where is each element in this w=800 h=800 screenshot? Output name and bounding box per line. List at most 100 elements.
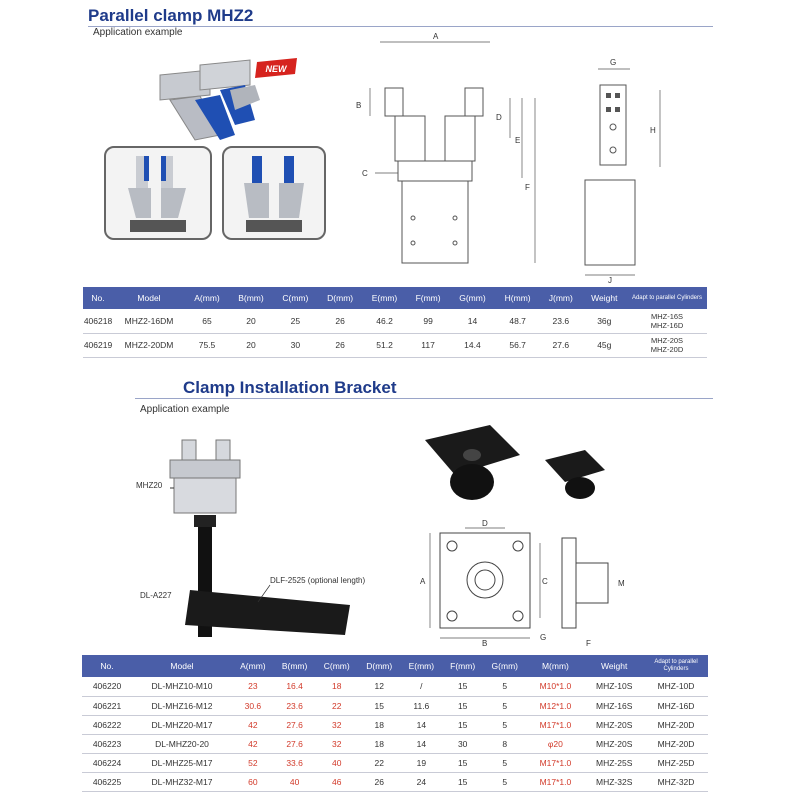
- col-header: M(mm): [526, 655, 585, 677]
- col-header: No.: [82, 655, 132, 677]
- application-photo-2: [222, 146, 326, 240]
- col-header: J(mm): [540, 287, 582, 309]
- table-row: 406219 MHZ2-20DM 75.5 20 30 26 51.2 117 …: [83, 333, 707, 358]
- svg-text:J: J: [608, 276, 612, 285]
- cell-model: DL-MHZ10-M10: [132, 677, 232, 697]
- cell-d: 18: [357, 734, 401, 754]
- cell-a: 23: [232, 677, 274, 697]
- cell-cyl: MHZ-16D: [644, 696, 708, 716]
- cell-weight: 36g: [581, 309, 627, 334]
- section1-title: Parallel clamp MHZ2: [88, 6, 254, 25]
- svg-text:E: E: [515, 136, 520, 145]
- cell-f: 15: [442, 753, 484, 773]
- cell-model: MHZ2-16DM: [113, 309, 185, 334]
- cell-a: 65: [185, 309, 229, 334]
- section2-rule: [135, 398, 713, 399]
- cell-h: 48.7: [495, 309, 541, 334]
- cell-cyl: MHZ-10D: [644, 677, 708, 697]
- col-header: Model: [113, 287, 185, 309]
- cell-g: 5: [483, 677, 527, 697]
- svg-text:A: A: [433, 32, 439, 41]
- svg-text:G: G: [610, 58, 616, 67]
- cell-m: M17*1.0: [526, 753, 585, 773]
- cell-g: 5: [483, 715, 527, 735]
- cell-b: 27.6: [273, 734, 316, 754]
- cell-g: 14: [449, 309, 496, 334]
- cell-c: 22: [315, 696, 358, 716]
- cell-c: 25: [272, 309, 318, 334]
- cell-cyl: MHZ-32D: [644, 772, 708, 792]
- cell-e: 14: [400, 715, 443, 735]
- cell-weight: MHZ-20S: [584, 734, 644, 754]
- cell-g: 5: [483, 753, 527, 773]
- cell-no: 406218: [83, 309, 113, 334]
- cell-f: 15: [442, 772, 484, 792]
- cell-d: 15: [357, 696, 401, 716]
- cell-e: 14: [400, 734, 443, 754]
- cell-g: 8: [483, 734, 527, 754]
- section1-subtitle: Application example: [93, 27, 183, 38]
- col-header: E(mm): [400, 655, 443, 677]
- svg-text:C: C: [542, 577, 548, 586]
- cell-m: φ20: [526, 734, 585, 754]
- cell-no: 406221: [82, 696, 132, 716]
- cell-f: 15: [442, 677, 484, 697]
- svg-text:F: F: [525, 183, 530, 192]
- cell-cyl: MHZ-20D: [644, 715, 708, 735]
- cell-b: 40: [273, 772, 316, 792]
- table-row: 406218 MHZ2-16DM 65 20 25 26 46.2 99 14 …: [83, 309, 707, 334]
- cell-no: 406220: [82, 677, 132, 697]
- cell-d: 26: [317, 333, 363, 358]
- application-photo-1: [104, 146, 212, 240]
- cell-e: 51.2: [362, 333, 407, 358]
- mhz2-front-drawing: A B C D E F: [356, 32, 536, 264]
- cell-weight: MHZ-16S: [584, 696, 644, 716]
- col-header: No.: [83, 287, 113, 309]
- col-header: A(mm): [232, 655, 274, 677]
- col-header: H(mm): [495, 287, 541, 309]
- svg-text:NEW: NEW: [266, 64, 289, 74]
- col-header: D(mm): [317, 287, 363, 309]
- cell-j: 27.6: [540, 333, 582, 358]
- table-header-row: No. Model A(mm) B(mm) C(mm) D(mm) E(mm) …: [82, 655, 708, 677]
- cell-d: 26: [357, 772, 401, 792]
- cell-g: 5: [483, 696, 527, 716]
- svg-text:B: B: [482, 639, 487, 648]
- cell-e: 46.2: [362, 309, 407, 334]
- new-badge: NEW: [255, 58, 297, 78]
- cell-d: 18: [357, 715, 401, 735]
- svg-text:F: F: [586, 639, 591, 648]
- cell-weight: MHZ-10S: [584, 677, 644, 697]
- col-header: D(mm): [357, 655, 401, 677]
- cell-e: 11.6: [400, 696, 443, 716]
- cell-c: 32: [315, 715, 358, 735]
- svg-text:C: C: [362, 169, 368, 178]
- cell-b: 16.4: [273, 677, 316, 697]
- cell-m: M17*1.0: [526, 715, 585, 735]
- bracket-renders: [425, 425, 605, 500]
- cell-m: M17*1.0: [526, 772, 585, 792]
- col-header: B(mm): [273, 655, 316, 677]
- cell-a: 75.5: [185, 333, 229, 358]
- col-header: E(mm): [362, 287, 407, 309]
- cell-model: DL-MHZ25-M17: [132, 753, 232, 773]
- cell-f: 15: [442, 715, 484, 735]
- mhz2-side-drawing: G H J: [584, 58, 661, 285]
- svg-text:B: B: [356, 101, 361, 110]
- svg-text:MHZ20: MHZ20: [136, 481, 163, 490]
- col-header: Weight: [584, 655, 644, 677]
- bracket-drawing: D A C B M G F: [420, 519, 625, 648]
- col-header: Adapt to parallel Cylinders: [627, 287, 707, 309]
- section2-title: Clamp Installation Bracket: [183, 378, 397, 397]
- cell-j: 23.6: [540, 309, 582, 334]
- bracket-spec-table: No. Model A(mm) B(mm) C(mm) D(mm) E(mm) …: [82, 655, 708, 792]
- section1-rule: [88, 26, 713, 27]
- cell-weight: MHZ-20S: [584, 715, 644, 735]
- cell-e: 24: [400, 772, 443, 792]
- cell-no: 406224: [82, 753, 132, 773]
- mhz2-spec-table: No. Model A(mm) B(mm) C(mm) D(mm) E(mm) …: [83, 287, 707, 358]
